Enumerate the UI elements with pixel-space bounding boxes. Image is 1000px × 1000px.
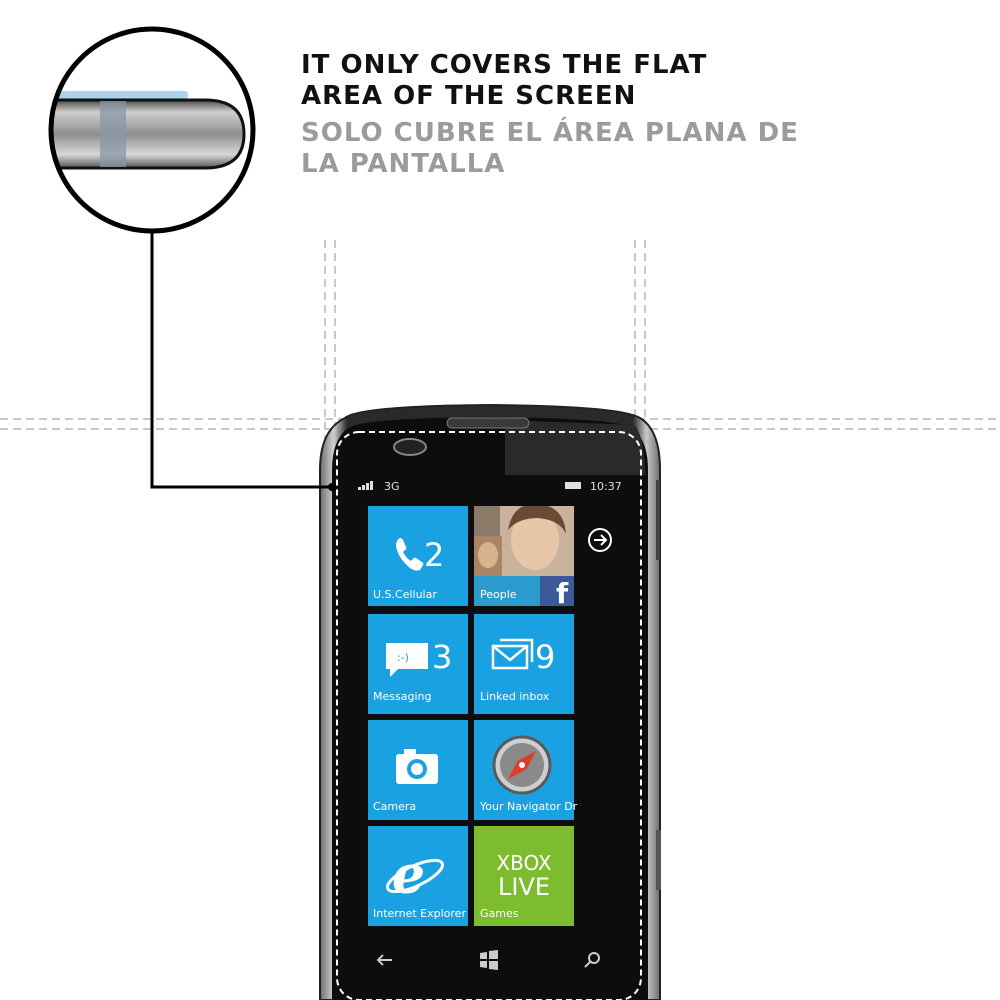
tile-grid: 2 U.S.Cellular f People [368,504,612,926]
tile-us-cellular[interactable]: 2 U.S.Cellular [368,506,468,606]
clock-label: 10:37 [590,480,622,493]
tile-label: Internet Explorer [373,907,466,920]
arrow-right-circle-icon[interactable] [588,528,612,552]
callout-line [150,231,332,489]
tile-linked-inbox[interactable]: 9 Linked inbox [474,614,574,714]
tile-count: 9 [535,638,555,676]
nav-bar [376,950,600,970]
callout-dot [328,483,336,491]
heading-spanish-line-1: SOLO CUBRE EL ÁREA PLANA DE [301,118,799,148]
tile-label: Linked inbox [480,690,550,703]
tile-internet-explorer[interactable]: e Internet Explorer [368,826,468,926]
network-label: 3G [384,480,400,493]
tile-label: U.S.Cellular [373,588,437,601]
mail-icon [491,638,534,670]
bezel-glare [505,420,645,475]
svg-text::-): :-) [397,651,409,664]
tile-count: 2 [424,536,444,574]
front-camera [393,438,427,456]
chat-icon [386,643,428,677]
phone: 3G 10:37 2 U.S.Cellular [319,403,661,1000]
xbox-logo-line-1: XBOX [496,851,552,875]
heading-english-line-2: AREA OF THE SCREEN [301,81,637,111]
tile-label: Your Navigator Dr [479,800,578,813]
zoom-callout [48,26,256,234]
status-bar: 3G 10:37 [358,480,622,493]
heading-spanish-line-2: LA PANTALLA [301,149,506,179]
heading: IT ONLY COVERS THE FLAT AREA OF THE SCRE… [301,50,861,180]
camera-icon [396,749,438,784]
earpiece [446,417,530,429]
tile-label: People [480,588,517,601]
compass-icon [492,735,552,795]
tile-messaging[interactable]: :-) 3 Messaging [368,614,468,714]
search-icon [584,952,600,968]
phone-edge [51,98,246,170]
flat-area-outline [336,431,642,1000]
windows-icon [480,950,498,970]
tile-camera[interactable]: Camera [368,720,468,820]
facebook-icon: f [556,577,569,610]
people-photo: f [474,506,574,610]
side-button [656,830,661,890]
tile-label: Messaging [373,690,431,703]
heading-english-line-1: IT ONLY COVERS THE FLAT [301,50,708,80]
screen-protector-layer [51,91,188,99]
phone-icon [396,538,424,571]
xbox-logo-line-2: LIVE [498,873,550,901]
back-icon [376,954,392,966]
tile-label: Camera [373,800,416,813]
ie-icon: e [385,845,445,906]
tile-navigator[interactable]: Your Navigator Dr [474,720,578,820]
signal-icon [358,481,373,490]
tile-people[interactable]: f People [474,504,574,610]
tile-label: Games [480,907,519,920]
battery-icon [565,482,581,489]
tile-count: 3 [432,638,452,676]
tile-games[interactable]: XBOX LIVE Games [474,826,574,926]
